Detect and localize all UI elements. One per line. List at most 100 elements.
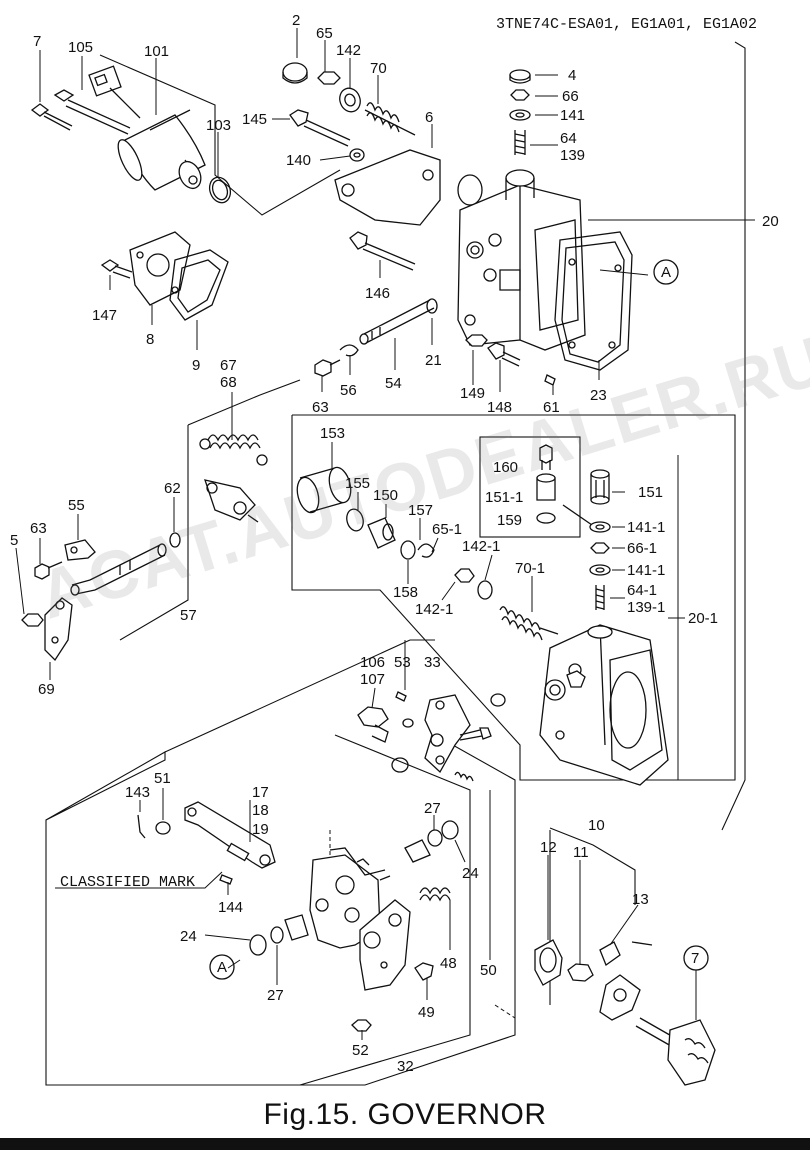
label-143: 143: [125, 784, 150, 801]
label-20-1: 20-1: [688, 610, 718, 627]
bolt-146: [349, 231, 416, 271]
frame-actuator: [99, 54, 341, 216]
label-2: 2: [292, 12, 300, 29]
label-18: 18: [252, 802, 269, 819]
label-70: 70: [370, 60, 387, 77]
label-151-1: 151-1: [485, 489, 523, 506]
label-24a: 24: [462, 865, 479, 882]
label-61: 61: [543, 399, 560, 416]
callout-a-bottom-text: A: [217, 959, 227, 976]
label-155: 155: [345, 475, 370, 492]
label-12: 12: [540, 839, 557, 856]
model-codes: 3TNE74C-ESA01, EG1A01, EG1A02: [496, 16, 757, 33]
label-139-1: 139-1: [627, 599, 665, 616]
frame-bottom-main: [45, 734, 516, 1086]
label-33: 33: [424, 654, 441, 671]
nut-149-bolt-148: [465, 334, 556, 386]
label-11: 11: [573, 844, 589, 861]
housing-20-1-parts: [296, 436, 669, 786]
label-103: 103: [206, 117, 231, 134]
cover-plate-8: [100, 231, 229, 321]
label-27b: 27: [267, 987, 284, 1004]
label-10: 10: [588, 817, 605, 834]
label-21: 21: [425, 352, 442, 369]
label-158: 158: [393, 584, 418, 601]
label-159: 159: [497, 512, 522, 529]
label-9: 9: [192, 357, 200, 374]
label-4: 4: [568, 67, 576, 84]
group-10-parts: [534, 939, 716, 1086]
label-141-1a: 141-1: [627, 519, 665, 536]
frame-housing-20-1: [291, 414, 736, 781]
shaft-54: [314, 298, 438, 377]
label-53: 53: [394, 654, 411, 671]
bottom-bar: [0, 1138, 810, 1150]
label-146: 146: [365, 285, 390, 302]
label-142: 142: [336, 42, 361, 59]
label-142-1b: 142-1: [415, 601, 453, 618]
top-small-parts: [509, 69, 531, 155]
label-140: 140: [286, 152, 311, 169]
label-149: 149: [460, 385, 485, 402]
frame-lever-57-b: [187, 379, 301, 426]
label-62: 62: [164, 480, 181, 497]
label-151: 151: [638, 484, 663, 501]
label-56: 56: [340, 382, 357, 399]
label-63b: 63: [30, 520, 47, 537]
classified-mark-label: CLASSIFIED MARK: [60, 874, 195, 891]
label-65: 65: [316, 25, 333, 42]
leader-lines: [15, 28, 755, 1040]
callout-a-top: A: [653, 259, 679, 285]
label-54: 54: [385, 375, 402, 392]
label-107: 107: [360, 671, 385, 688]
label-27a: 27: [424, 800, 441, 817]
actuator-solenoid: [30, 65, 232, 204]
label-7: 7: [33, 33, 41, 50]
inset-box: [479, 436, 581, 538]
callout-7: 7: [683, 945, 709, 971]
label-5: 5: [10, 532, 18, 549]
label-106: 106: [360, 654, 385, 671]
label-19: 19: [252, 821, 269, 838]
label-64: 64: [560, 130, 577, 147]
label-32: 32: [397, 1058, 414, 1075]
label-144: 144: [218, 899, 243, 916]
label-141: 141: [560, 107, 585, 124]
label-101: 101: [144, 43, 169, 60]
label-139: 139: [560, 147, 585, 164]
label-51: 51: [154, 770, 171, 787]
label-13: 13: [632, 891, 649, 908]
callout-7-text: 7: [691, 950, 699, 967]
label-63: 63: [312, 399, 329, 416]
label-55: 55: [68, 497, 85, 514]
label-68: 68: [220, 374, 237, 391]
label-24b: 24: [180, 928, 197, 945]
bottom-lever-group: [55, 691, 506, 1032]
lever-group-57: [21, 434, 268, 662]
frame-main-right: [721, 41, 746, 831]
frame-bottom-top: [164, 639, 411, 753]
label-142-1a: 142-1: [462, 538, 500, 555]
label-67: 67: [220, 357, 237, 374]
label-48: 48: [440, 955, 457, 972]
label-70-1: 70-1: [515, 560, 545, 577]
callout-a-bottom: A: [209, 954, 235, 980]
label-57: 57: [180, 607, 197, 624]
frame-lever-57: [119, 425, 189, 641]
label-6: 6: [425, 109, 433, 126]
label-23: 23: [590, 387, 607, 404]
label-153: 153: [320, 425, 345, 442]
label-157: 157: [408, 502, 433, 519]
callout-a-top-text: A: [661, 264, 671, 281]
guide-dash-2: [494, 1004, 516, 1019]
label-145: 145: [242, 111, 267, 128]
label-52: 52: [352, 1042, 369, 1059]
label-49: 49: [418, 1004, 435, 1021]
label-160: 160: [493, 459, 518, 476]
label-148: 148: [487, 399, 512, 416]
label-147: 147: [92, 307, 117, 324]
label-66: 66: [562, 88, 579, 105]
upper-spring-parts: [282, 62, 416, 136]
label-65-1: 65-1: [432, 521, 462, 538]
